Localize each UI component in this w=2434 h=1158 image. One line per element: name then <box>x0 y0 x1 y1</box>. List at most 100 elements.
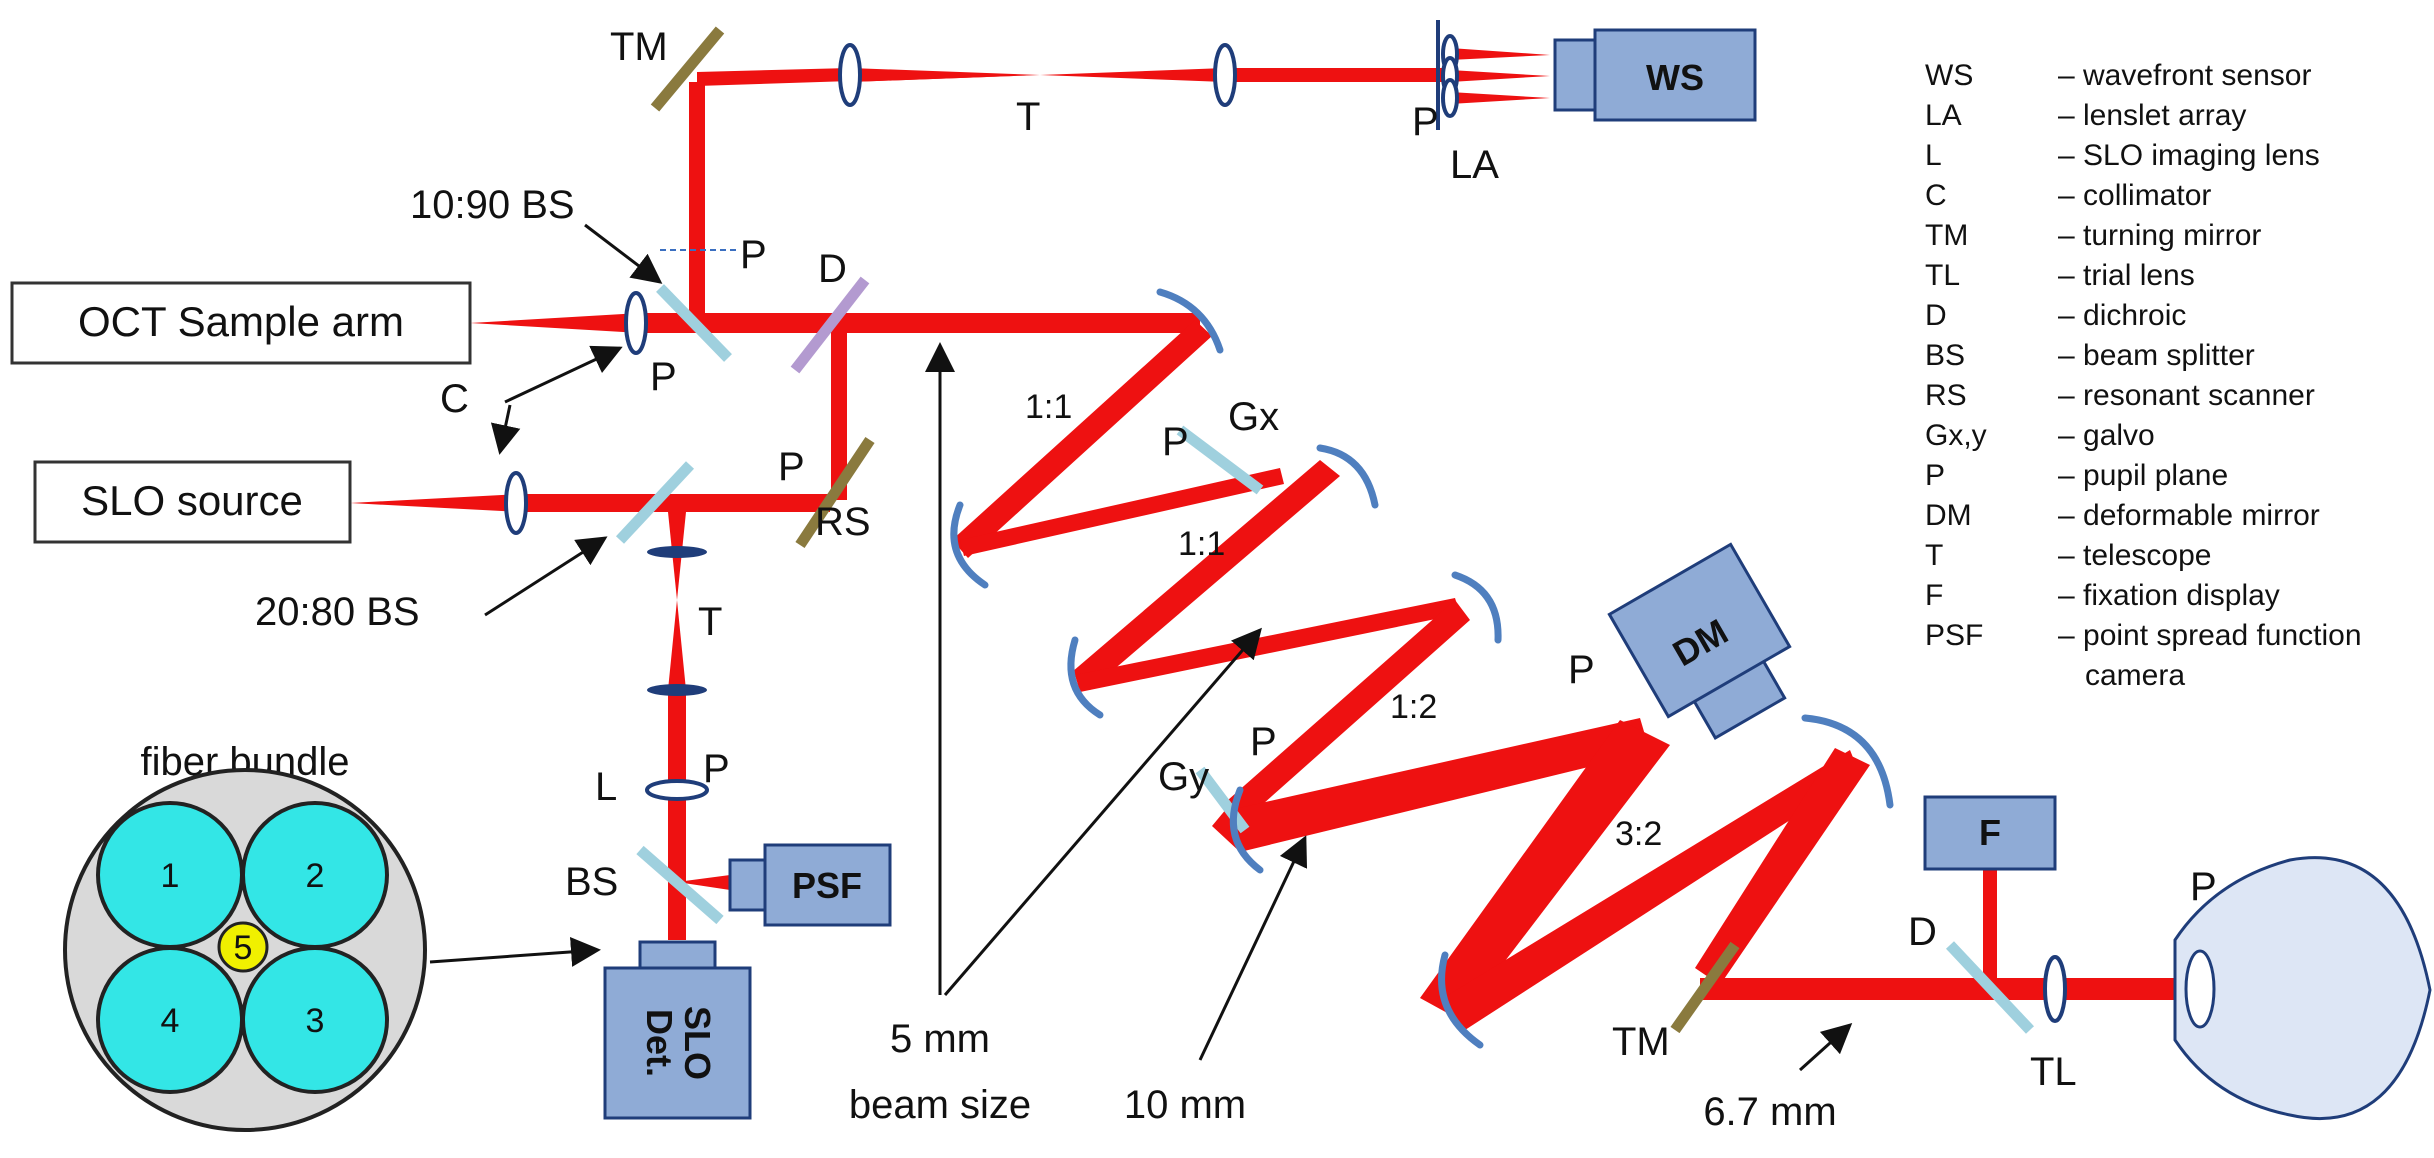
bs-2080 <box>615 461 695 544</box>
legend-desc-4: – turning mirror <box>2058 219 2261 252</box>
fixation-box <box>1923 795 2057 871</box>
arrow-67mm <box>1798 1022 1853 1072</box>
legend-desc-2: – SLO imaging lens <box>2058 139 2320 172</box>
legend-abbr-14: PSF <box>1925 619 1983 652</box>
legend-desc-7: – beam splitter <box>2058 339 2255 372</box>
fiber-bundle: fiber bundle 1 2 3 4 5 <box>63 740 427 1132</box>
ws-lenslet-spot-3 <box>1450 92 1550 104</box>
tm-bottom <box>1670 941 1740 1034</box>
legend-abbr-0: WS <box>1925 59 1973 92</box>
lenslet-array <box>1436 20 1459 130</box>
slo-det-beam-2 <box>668 600 686 690</box>
label-p-dm: P <box>1568 648 1595 692</box>
legend-desc-13: – fixation display <box>2058 579 2280 612</box>
legend-abbr-13: F <box>1925 579 1943 612</box>
label-bs-bottom: BS <box>565 860 618 904</box>
fixation-label: F <box>1979 812 2001 853</box>
label-d-bottom: D <box>1908 910 1937 954</box>
spherical-mirrors <box>950 288 1894 1049</box>
slo-det-label-1: SLO <box>677 1006 718 1080</box>
ws-beam-1 <box>697 68 1040 86</box>
legend-desc-0: – wavefront sensor <box>2058 59 2311 92</box>
diagram-labels: TM T P LA 10:90 BS P D C P P RS 20:80 BS… <box>255 25 2217 1134</box>
label-ratio-2: 1:1 <box>1178 525 1225 563</box>
legend-abbr-3: C <box>1925 179 1947 212</box>
ws-box <box>1593 28 1757 122</box>
label-p-ws: P <box>1412 100 1439 144</box>
label-p-eye: P <box>2190 865 2217 909</box>
arrow-5mm-2 <box>943 627 1262 996</box>
arrow-1090-bs <box>584 223 663 284</box>
sph-mirror-8 <box>1438 951 1484 1049</box>
label-tm-top: TM <box>610 25 668 69</box>
slo-telescope-lens-2 <box>647 684 707 696</box>
arrow-2080-bs <box>484 536 608 617</box>
label-gy: Gy <box>1158 755 1209 799</box>
legend-desc-9: – galvo <box>2058 419 2155 452</box>
slo-source-label: SLO source <box>81 477 303 524</box>
label-rs: RS <box>815 500 871 544</box>
lenses <box>504 43 2067 1023</box>
label-la: LA <box>1450 143 1499 187</box>
eye-beam <box>1700 978 2300 1000</box>
dm-beam-a <box>1230 718 1650 852</box>
dichroic-bottom <box>1945 941 2035 1034</box>
label-67mm: 6.7 mm <box>1703 1090 1836 1134</box>
label-p-gx: P <box>1162 420 1189 464</box>
ws-beam-2 <box>850 68 1225 82</box>
legend-desc-11: – deformable mirror <box>2058 499 2320 532</box>
label-ratio-3: 1:2 <box>1390 688 1437 726</box>
psf-connector <box>728 858 767 912</box>
resonant-scanner <box>795 436 875 549</box>
label-tm-bottom: TM <box>1612 1020 1670 1064</box>
sph-mirror-7 <box>1801 714 1894 809</box>
ws-lenslet-spot-2 <box>1450 70 1550 82</box>
rs-to-dichroic-beam <box>831 330 847 500</box>
sph-mirror-1 <box>1156 288 1224 354</box>
psf-beam <box>677 875 730 890</box>
oct-main-beam <box>640 313 1200 333</box>
arrow-collimator <box>490 404 521 455</box>
label-gx: Gx <box>1228 395 1279 439</box>
relay3-leg-a <box>1228 600 1470 820</box>
label-bs-1090: 10:90 BS <box>410 183 575 227</box>
legend-abbr-1: LA <box>1925 99 1962 132</box>
label-10mm: 10 mm <box>1124 1083 1246 1127</box>
dichroic-top <box>790 276 870 374</box>
label-p-l: P <box>703 747 730 791</box>
legend-abbr-6: D <box>1925 299 1947 332</box>
label-d-top: D <box>818 247 847 291</box>
label-t-slo: T <box>698 600 722 644</box>
legend: WS – wavefront sensor LA – lenslet array… <box>1925 59 2362 692</box>
legend-abbr-9: Gx,y <box>1925 419 1987 452</box>
collimator-lens <box>504 471 528 535</box>
source-boxes: OCT Sample arm SLO source <box>10 281 472 544</box>
eye-globe <box>2173 856 2432 1121</box>
label-c: C <box>440 377 469 421</box>
legend-desc-6: – dichroic <box>2058 299 2186 332</box>
bs-1090 <box>656 284 732 362</box>
dm-beam-b <box>1420 720 1670 1020</box>
arrow-fiber <box>429 936 601 967</box>
fiber-num-4: 4 <box>161 1002 180 1040</box>
legend-desc-12: – telescope <box>2058 539 2211 572</box>
sph-mirror-5 <box>1451 571 1502 644</box>
dm-box <box>1607 542 1792 719</box>
legend-abbr-12: T <box>1925 539 1943 572</box>
label-tl: TL <box>2030 1050 2077 1094</box>
legend-abbr-11: DM <box>1925 499 1972 532</box>
galvo-y <box>1195 766 1250 834</box>
psf-label: PSF <box>792 865 862 906</box>
galvo-x <box>1176 425 1264 495</box>
relay4-leg-a <box>1440 750 1860 1030</box>
legend-desc-14: – point spread function <box>2058 619 2362 652</box>
relay4-leg-b <box>1695 748 1870 985</box>
label-ratio-1: 1:1 <box>1025 388 1072 426</box>
oct-label: OCT Sample arm <box>78 298 404 345</box>
label-p-gy: P <box>1250 720 1277 764</box>
ws-telescope-lens-2 <box>1213 43 1237 107</box>
slo-det-beam-3 <box>668 690 686 940</box>
legend-abbr-8: RS <box>1925 379 1967 412</box>
oct-input-beam <box>470 313 640 333</box>
